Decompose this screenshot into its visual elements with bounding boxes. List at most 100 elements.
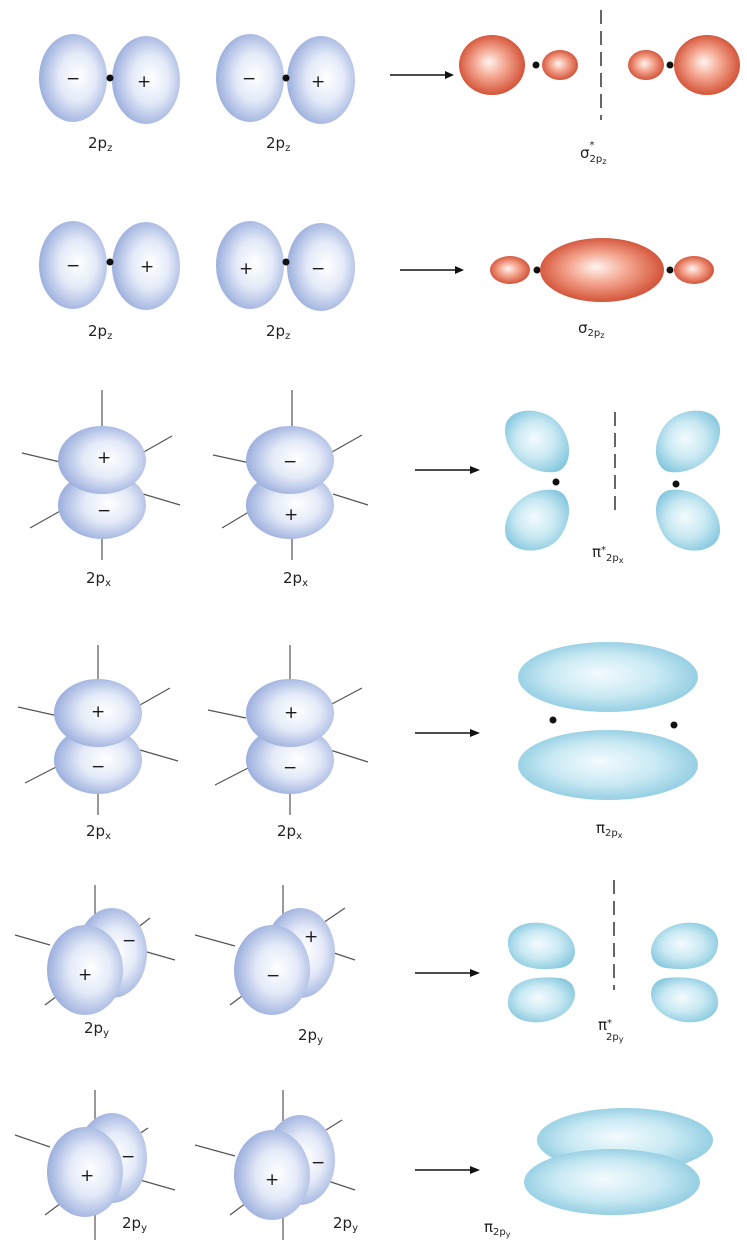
nucleus-dot <box>552 478 560 486</box>
sign-label: + <box>97 448 111 468</box>
row-pi-star-2px: + − 2px − + 2px <box>21 390 720 589</box>
atomic-orbital-left: + − 2py <box>14 885 176 1039</box>
orbital-label: 2pz <box>266 134 290 154</box>
sign-label: − <box>91 757 105 777</box>
axis-line <box>194 934 236 947</box>
atomic-orbital-left: + − 2px <box>17 645 179 842</box>
mo-label: σ2pz <box>578 319 604 340</box>
molecular-orbital: π2py <box>484 1108 713 1239</box>
orbital-lobe <box>507 922 575 970</box>
atomic-orbital-right: − + 2px <box>212 390 369 589</box>
atomic-orbital-right: − + 2pz <box>216 34 355 154</box>
sign-label: + <box>78 965 92 985</box>
atomic-orbital-right: + − 2px <box>207 645 369 842</box>
sign-label: − <box>121 1147 135 1167</box>
molecular-orbital: π2px <box>518 642 698 840</box>
nucleus-dot <box>533 266 541 274</box>
nucleus-dot <box>549 716 557 724</box>
orbital-label: 2pz <box>88 134 112 154</box>
orbital-lobe <box>518 730 698 800</box>
orbital-label: 2py <box>84 1019 109 1039</box>
orbital-lobe <box>216 34 284 122</box>
atomic-orbital-left: − + 2pz <box>39 221 180 342</box>
orbital-lobe <box>58 426 146 494</box>
axis-line <box>139 1179 176 1191</box>
orbital-label: 2pz <box>88 322 112 342</box>
orbital-lobe <box>287 223 355 311</box>
axis-line <box>139 687 171 706</box>
sign-label: − <box>122 931 136 951</box>
nucleus-dot <box>532 61 540 69</box>
axis-line <box>17 706 59 717</box>
orbital-lobe <box>655 410 720 473</box>
orbital-lobe <box>234 925 310 1015</box>
axis-line <box>29 509 63 529</box>
sign-label: − <box>97 501 111 521</box>
orbital-lobe <box>39 221 107 309</box>
atomic-orbital-left: − + 2pz <box>39 34 180 154</box>
reaction-arrow <box>415 466 480 474</box>
sign-label: − <box>66 256 80 276</box>
row-pi-star-2py: + − 2py − + 2py π*2py <box>14 880 719 1046</box>
orbital-label: 2px <box>86 569 111 589</box>
orbital-lobe <box>540 238 664 302</box>
orbital-lobe <box>507 977 575 1023</box>
orbital-lobe <box>54 679 142 747</box>
orbital-lobe <box>39 34 107 122</box>
axis-line <box>331 434 363 453</box>
axis-line <box>14 1134 51 1148</box>
orbital-lobe <box>655 489 720 551</box>
nucleus-dot <box>282 258 290 266</box>
sign-label: − <box>283 452 297 472</box>
axis-line <box>14 934 51 946</box>
axis-line <box>329 749 369 763</box>
axis-line <box>141 435 173 454</box>
reaction-arrow <box>415 1166 480 1174</box>
orbital-lobe <box>47 1127 123 1217</box>
orbital-label: 2py <box>298 1026 323 1046</box>
axis-line <box>212 454 251 464</box>
sign-label: − <box>66 69 80 89</box>
mo-label: π2px <box>596 819 623 840</box>
nucleus-dot <box>670 721 678 729</box>
sign-label: − <box>266 966 280 986</box>
orbital-label: 2px <box>86 822 111 842</box>
sign-label: + <box>284 703 298 723</box>
axis-line <box>142 493 181 506</box>
row-sigma-star-2pz: − + 2pz − + 2pz σ*2pz <box>39 10 740 166</box>
sign-label: + <box>91 702 105 722</box>
nucleus-dot <box>282 74 290 82</box>
mo-label: σ*2pz <box>580 140 606 166</box>
reaction-arrow <box>415 729 480 737</box>
reaction-arrow <box>390 71 454 79</box>
molecular-orbital: π*2py <box>507 880 719 1044</box>
orbital-lobe <box>628 50 664 80</box>
orbital-lobe <box>524 1149 700 1215</box>
orbital-label: 2pz <box>266 322 290 342</box>
axis-line <box>24 764 61 784</box>
mo-label: π*2px <box>592 543 624 565</box>
nucleus-dot <box>666 61 674 69</box>
axis-line <box>194 1144 236 1157</box>
axis-line <box>139 749 179 762</box>
sign-label: + <box>265 1170 279 1190</box>
sign-label: − <box>311 1153 325 1173</box>
row-sigma-2pz: − + 2pz + − 2pz σ2pz <box>39 221 714 342</box>
orbital-lobe <box>234 1130 310 1220</box>
reaction-arrow <box>415 969 480 977</box>
orbital-lobe <box>54 726 142 794</box>
axis-line <box>214 766 251 786</box>
nucleus-dot <box>106 258 114 266</box>
orbital-lobe <box>505 410 570 473</box>
orbital-label: 2px <box>283 569 308 589</box>
orbital-lobe <box>216 221 284 309</box>
axis-line <box>207 709 247 719</box>
molecular-orbital: σ2pz <box>490 238 714 340</box>
orbital-lobe <box>651 977 719 1023</box>
molecular-orbital: σ*2pz <box>459 10 740 166</box>
row-pi-2px: + − 2px + − 2px π2px <box>17 642 698 842</box>
axis-line <box>21 452 61 463</box>
mo-label: π2py <box>484 1218 511 1239</box>
orbital-lobe <box>246 426 334 494</box>
